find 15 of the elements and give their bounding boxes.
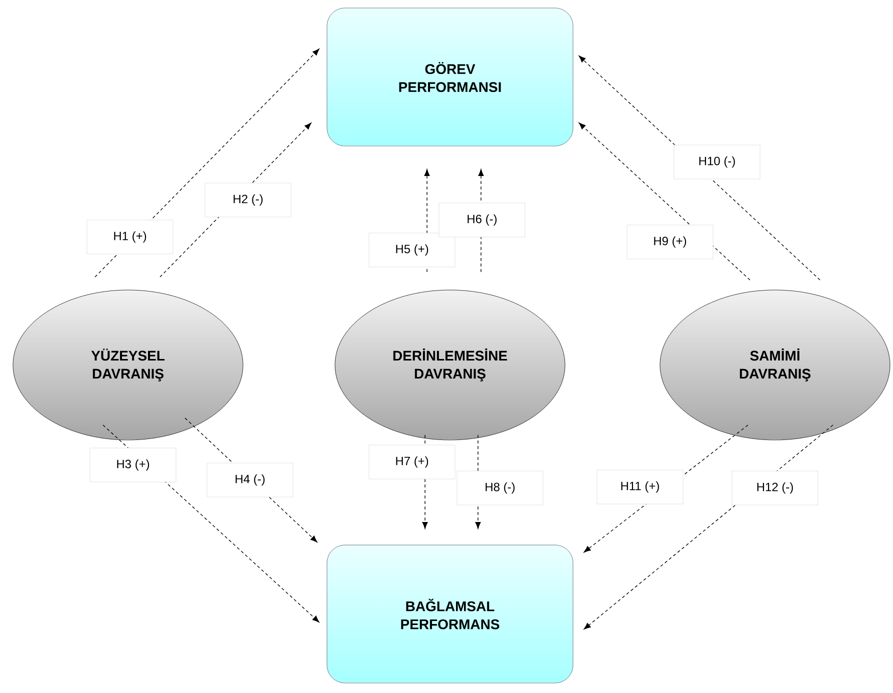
edge-label: H1 (+) (86, 220, 174, 254)
rounded-box: GÖREV PERFORMANSI (326, 8, 574, 146)
edge-label: H8 (-) (456, 470, 544, 506)
edge-label: H12 (-) (732, 470, 818, 506)
edge-label: H5 (+) (368, 232, 456, 268)
rounded-box: BAĞLAMSAL PERFORMANS (326, 544, 574, 684)
edge-label: H4 (-) (206, 462, 294, 498)
edge-label: H10 (-) (674, 144, 760, 180)
edge-label: H2 (-) (204, 182, 292, 218)
edge-label: H7 (+) (368, 444, 456, 480)
edge-label: H3 (+) (90, 448, 176, 482)
edge-label: H11 (+) (596, 470, 684, 504)
arrow (578, 122, 750, 280)
edge-label: H6 (-) (438, 202, 526, 238)
edge-label: H9 (+) (626, 224, 714, 260)
